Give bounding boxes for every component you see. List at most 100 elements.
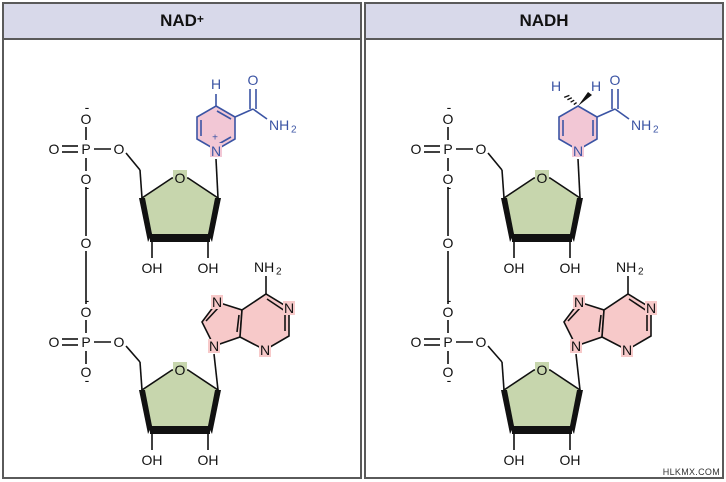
adenine-n3: N: [622, 342, 632, 358]
adenine-n7: N: [574, 294, 584, 310]
ring-double-bond: [628, 298, 648, 312]
adenine-imidazole-ring: [201, 301, 243, 347]
adenine-n9: N: [209, 338, 219, 354]
phosphorus-backdrop: [80, 141, 92, 157]
phosphorus-atom: P: [443, 141, 452, 157]
amide-nh2-subscript: 2: [291, 125, 297, 136]
phosphorus-backdrop: [442, 141, 454, 157]
ester-bond: [487, 345, 503, 363]
ribose-wedge-bond: [501, 198, 514, 242]
nitrogen-backdrop: [570, 339, 582, 353]
charge-minus: -: [85, 372, 90, 388]
amine-nh2-subscript: 2: [276, 267, 282, 278]
phosphate-oxygen: O: [443, 304, 454, 320]
nitrogen-backdrop: [283, 301, 295, 315]
ester-bond: [501, 361, 505, 391]
panel-title-text: NADH: [519, 11, 569, 30]
panel-title-superscript: +: [196, 12, 204, 26]
hydroxyl-label: OH: [504, 260, 525, 276]
adenine-n1: N: [646, 300, 656, 316]
ribose-wedge-bond: [139, 390, 152, 434]
phosphorus-backdrop: [80, 334, 92, 350]
ribose-ring: [503, 369, 581, 431]
ring-double-bond: [216, 110, 232, 120]
ring-double-bond: [205, 306, 220, 322]
adenine-n1: N: [284, 300, 294, 316]
charge-minus: -: [447, 179, 452, 195]
amide-bond: [234, 108, 254, 118]
hashed-bond-h: [567, 97, 573, 101]
ester-oxygen: O: [476, 334, 487, 350]
ribose-bold-bond: [512, 426, 572, 434]
phosphorus-atom: P: [443, 334, 452, 350]
ester-bond: [487, 152, 503, 171]
amine-nh2-subscript: 2: [638, 267, 644, 278]
adenine-n7: N: [212, 294, 222, 310]
ribose-wedge-bond: [501, 390, 514, 434]
bridging-oxygen: O: [81, 235, 92, 251]
nitrogen-backdrop: [259, 343, 271, 357]
phosphate-oxygen: O: [81, 171, 92, 187]
nitrogen-backdrop: [645, 301, 657, 315]
glycosidic-bond: [577, 158, 581, 199]
ribose-wedge-bond: [570, 390, 583, 434]
phosphate-oxygen: O: [81, 111, 92, 127]
panel-title-nadh: NADH: [364, 2, 724, 40]
ribose-bold-bond: [150, 234, 210, 242]
hydroxyl-label: OH: [198, 260, 219, 276]
ribose-o-backdrop: [173, 170, 187, 185]
ribose-wedge-bond: [139, 198, 152, 242]
ring-double-bond: [236, 314, 240, 333]
panel-title-text: NAD: [160, 11, 197, 30]
ester-bond: [125, 345, 141, 363]
phosphorus-atom: P: [81, 141, 90, 157]
ribose-o-backdrop: [535, 170, 549, 185]
ribose-ring-oxygen: O: [537, 170, 548, 186]
ester-bond: [139, 361, 143, 391]
phosphate-oxygen: O: [411, 334, 422, 350]
ribose-ring: [141, 177, 219, 239]
ester-bond: [501, 169, 505, 199]
ribose-o-backdrop: [535, 362, 549, 377]
phosphorus-backdrop: [442, 334, 454, 350]
ribose-ring-oxygen: O: [175, 362, 186, 378]
wedge-bond-h: [578, 92, 592, 106]
ester-bond: [125, 152, 141, 171]
phosphate-oxygen: O: [443, 171, 454, 187]
amide-nh2-label: NH: [269, 117, 289, 133]
hydroxyl-label: OH: [142, 452, 163, 468]
ribose-wedge-bond: [208, 198, 221, 242]
ribose-wedge-bond: [570, 198, 583, 242]
phosphate-oxygen: O: [81, 304, 92, 320]
hashed-bond-h: [573, 102, 578, 106]
panel-title-nad-plus: NAD+: [2, 2, 362, 40]
hashed-bond-h: [563, 94, 570, 99]
ribose-o-backdrop: [173, 362, 187, 377]
hydrogen-atom: H: [591, 78, 601, 94]
ribose-ring-oxygen: O: [537, 362, 548, 378]
amine-nh2-label: NH: [616, 259, 636, 275]
adenine-n3: N: [260, 342, 270, 358]
charge-plus: +: [212, 133, 218, 144]
amide-bond: [596, 108, 616, 118]
hydroxyl-label: OH: [560, 452, 581, 468]
amide-nh2-subscript: 2: [653, 125, 659, 136]
hashed-bond-h: [570, 99, 575, 103]
phosphate-oxygen: O: [443, 111, 454, 127]
amide-oxygen: O: [610, 72, 621, 88]
nitrogen-backdrop: [211, 295, 223, 309]
ribose-bold-bond: [150, 426, 210, 434]
phosphorus-atom: P: [81, 334, 90, 350]
ring-double-bond: [266, 298, 286, 312]
phosphate-oxygen: O: [49, 334, 60, 350]
ester-bond: [139, 169, 143, 199]
glycosidic-bond: [215, 158, 219, 199]
phosphate-oxygen: O: [49, 141, 60, 157]
glycosidic-bond: [575, 353, 581, 391]
hydroxyl-label: OH: [142, 260, 163, 276]
ribose-bold-bond: [512, 234, 572, 242]
